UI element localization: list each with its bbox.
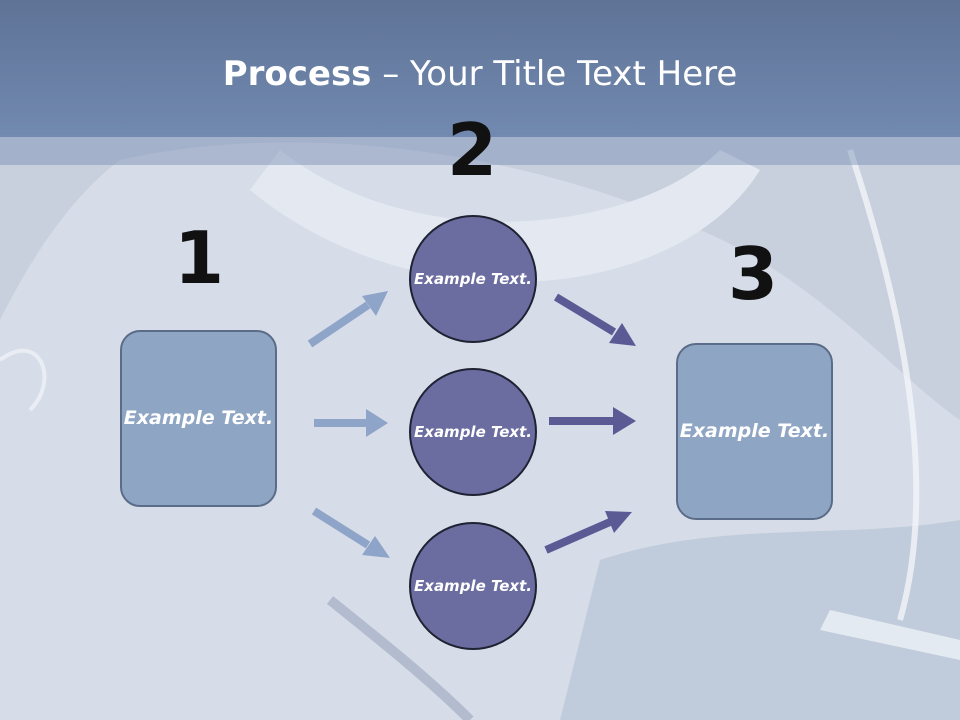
title-bar bbox=[0, 0, 960, 137]
step-number-3: 3 bbox=[727, 232, 779, 316]
circle-middle-label: Example Text. bbox=[414, 422, 532, 441]
slide-title: Process – Your Title Text Here bbox=[0, 52, 960, 96]
end-box-label: Example Text. bbox=[679, 420, 830, 442]
step-number-1: 1 bbox=[173, 216, 225, 300]
title-rest: – Your Title Text Here bbox=[371, 54, 738, 94]
step-number-2: 2 bbox=[446, 108, 498, 192]
title-band bbox=[0, 137, 960, 165]
circle-bottom: Example Text. bbox=[409, 522, 537, 650]
title-bold: Process bbox=[222, 54, 372, 94]
start-box: Example Text. bbox=[120, 330, 277, 507]
circle-middle: Example Text. bbox=[409, 368, 537, 496]
circle-bottom-label: Example Text. bbox=[414, 576, 532, 595]
circle-top: Example Text. bbox=[409, 215, 537, 343]
start-box-label: Example Text. bbox=[123, 407, 274, 429]
end-box: Example Text. bbox=[676, 343, 833, 520]
circle-top-label: Example Text. bbox=[414, 269, 532, 288]
